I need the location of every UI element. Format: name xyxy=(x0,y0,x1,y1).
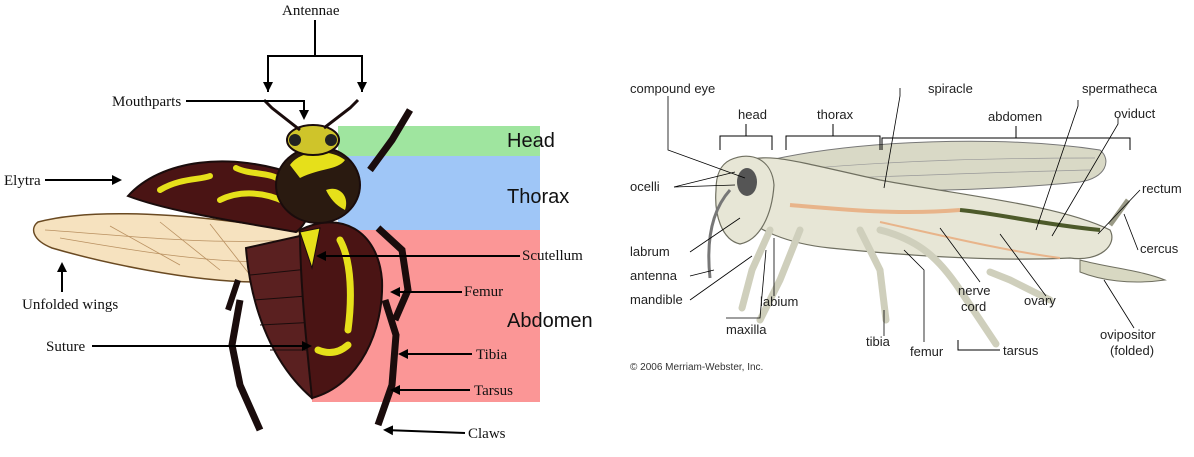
label-femur: femur xyxy=(910,344,944,359)
grasshopper-head xyxy=(715,155,775,245)
label-head: head xyxy=(738,107,767,122)
label-elytra: Elytra xyxy=(4,173,41,189)
label-tibia: Tibia xyxy=(476,347,507,363)
label-compound-eye: compound eye xyxy=(630,81,715,96)
label-oviduct: oviduct xyxy=(1114,106,1156,121)
label-spermatheca: spermatheca xyxy=(1082,81,1158,96)
grasshopper-legs xyxy=(738,226,1054,348)
grasshopper-body xyxy=(739,157,1113,260)
head-band-label: Head xyxy=(507,130,555,152)
label-scutellum: Scutellum xyxy=(522,248,583,264)
label-labium: labium xyxy=(760,294,798,309)
beetle-eye-right xyxy=(325,134,337,146)
label-unfolded-wings: Unfolded wings xyxy=(22,297,118,313)
label-nerve-cord-line2: cord xyxy=(961,299,986,314)
grasshopper-leader-lines xyxy=(667,88,1141,342)
label-rectum: rectum xyxy=(1142,181,1182,196)
elytron-stripes xyxy=(314,236,354,356)
beetle-leader-lines xyxy=(45,20,520,436)
label-tibia: tibia xyxy=(866,334,891,349)
grasshopper-antenna xyxy=(707,188,732,279)
beetle-antenna-right xyxy=(323,98,360,130)
grasshopper-compound-eye xyxy=(737,168,757,196)
label-mandible: mandible xyxy=(630,292,683,307)
label-ovipositor-line2: (folded) xyxy=(1110,343,1154,358)
label-nerve-cord-line1: nerve xyxy=(958,283,991,298)
label-ovary: ovary xyxy=(1024,293,1056,308)
label-thorax: thorax xyxy=(817,107,854,122)
label-maxilla: maxilla xyxy=(726,322,767,337)
label-tarsus: tarsus xyxy=(1003,343,1039,358)
beetle-legs xyxy=(225,108,414,432)
abdomen-band-label: Abdomen xyxy=(507,310,593,332)
beetle-eye-left xyxy=(289,134,301,146)
label-suture: Suture xyxy=(46,339,86,355)
beetle-antenna-left xyxy=(262,98,301,132)
label-spiracle: spiracle xyxy=(928,81,973,96)
label-antennae: Antennae xyxy=(282,3,340,19)
label-ovipositor-line1: ovipositor xyxy=(1100,327,1156,342)
grasshopper-organs xyxy=(789,203,1101,259)
grasshopper-diagram: compound eye head thorax spiracle abdome… xyxy=(630,81,1182,373)
label-abdomen: abdomen xyxy=(988,109,1042,124)
label-cercus: cercus xyxy=(1140,241,1179,256)
wing-veins xyxy=(44,221,291,276)
pronotum-stripes xyxy=(290,152,347,210)
label-ocelli: ocelli xyxy=(630,179,660,194)
beetle-head xyxy=(286,124,340,156)
label-mouthparts: Mouthparts xyxy=(112,94,181,110)
label-femur: Femur xyxy=(464,284,503,300)
grasshopper-brackets xyxy=(719,124,1131,351)
beetle-diagram: Head Thorax Abdomen xyxy=(4,3,593,442)
label-tarsus: Tarsus xyxy=(474,383,513,399)
beetle-scutellum xyxy=(299,227,321,270)
thorax-band-label: Thorax xyxy=(507,186,569,208)
head-band xyxy=(338,126,540,156)
copyright-notice: © 2006 Merriam-Webster, Inc. xyxy=(630,362,763,373)
label-claws: Claws xyxy=(468,426,506,442)
label-labrum: labrum xyxy=(630,244,670,259)
label-antenna: antenna xyxy=(630,268,678,283)
grasshopper-ovipositor xyxy=(1079,259,1167,283)
